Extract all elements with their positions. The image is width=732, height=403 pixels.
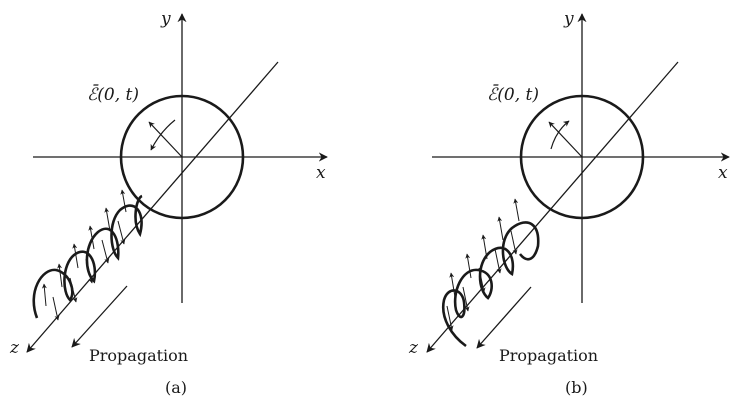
panel-b: y x z ℰ̄(0, t) Propagation (b) — [408, 9, 730, 397]
helix-field-arrows — [446, 198, 520, 331]
caption-a: (a) — [165, 378, 187, 397]
propagation-label: Propagation — [499, 346, 598, 365]
field-label: ℰ̄(0, t) — [487, 84, 539, 105]
helix-field-arrows — [41, 189, 127, 321]
z-axis-label: z — [9, 338, 20, 358]
x-axis-label: x — [718, 163, 728, 183]
caption-b: (b) — [565, 378, 588, 397]
propagation-arrow — [476, 286, 532, 349]
z-axis — [26, 61, 279, 353]
x-axis-label: x — [316, 163, 326, 183]
z-axis-label: z — [408, 338, 419, 358]
propagation-arrow — [71, 285, 128, 348]
field-vector — [148, 121, 183, 158]
panel-a: y x z ℰ̄(0, t) Propagation (a) — [9, 9, 328, 397]
helix — [32, 194, 143, 319]
polarization-circle — [119, 94, 245, 220]
z-axis — [426, 61, 679, 353]
rotation-arrow — [550, 120, 570, 150]
y-axis-label: y — [563, 9, 574, 29]
helix — [441, 221, 540, 348]
y-axis-label: y — [160, 9, 171, 29]
propagation-label: Propagation — [89, 346, 188, 365]
polarization-circle — [519, 94, 645, 220]
field-vector — [548, 121, 583, 158]
field-label: ℰ̄(0, t) — [87, 84, 139, 105]
rotation-arrow — [150, 119, 176, 151]
